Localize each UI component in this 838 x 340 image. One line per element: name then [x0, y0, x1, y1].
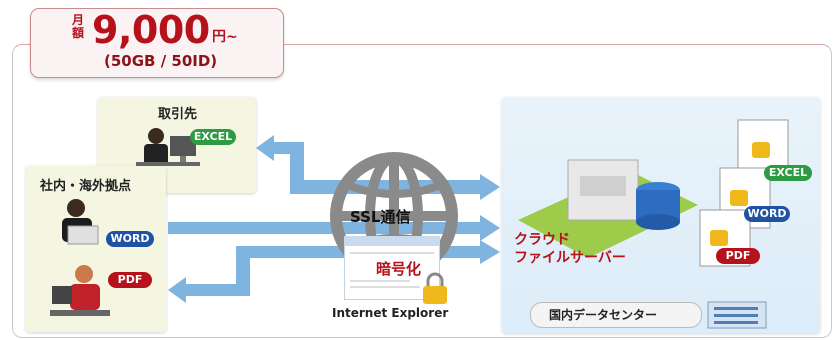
cloud-server-label-line1: クラウド	[514, 232, 570, 248]
file-documents-icon	[699, 119, 789, 267]
cloud-server-label: クラウド ファイルサーバー	[514, 231, 626, 267]
arrow-lower-head-right	[480, 240, 500, 264]
datacenter-label: 国内データセンター	[549, 308, 658, 322]
person-at-computer-icon	[136, 128, 200, 166]
outer-frame	[12, 44, 832, 338]
cloud-server-label-line2: ファイルサーバー	[514, 250, 626, 266]
arrow-office-middle-head	[480, 215, 500, 241]
datacenter-label-box	[530, 302, 702, 328]
cloud-word-badge: WORD	[744, 206, 790, 222]
arrow-lower-head-left	[168, 277, 186, 303]
person-at-desktop-icon	[50, 265, 110, 316]
price-vertical-label: 月額	[72, 13, 85, 40]
arrow-lower-vertical	[236, 246, 250, 294]
excel-badge: EXCEL	[190, 129, 236, 145]
lock-icon	[423, 272, 447, 304]
arrow-client-head-left	[256, 135, 274, 161]
encryption-label: 暗号化	[376, 260, 422, 278]
ssl-label: SSL通信	[350, 208, 411, 226]
person-with-laptop-icon	[62, 199, 99, 245]
client-title: 取引先	[158, 107, 198, 122]
office-title: 社内・海外拠点	[40, 179, 132, 194]
datacenter-building-icon	[707, 301, 767, 329]
cloud-pdf-badge: PDF	[716, 248, 760, 264]
word-badge: WORD	[106, 231, 154, 247]
cloud-excel-badge: EXCEL	[764, 165, 812, 181]
pdf-badge: PDF	[108, 272, 152, 288]
arrow-client-head-right	[480, 174, 500, 200]
price-amount: 9,000	[92, 8, 210, 52]
price-box	[30, 8, 284, 78]
arrow-office-middle	[168, 222, 480, 234]
price-detail: (50GB / 50ID)	[104, 52, 218, 70]
price-unit: 円~	[212, 29, 238, 45]
server-icon	[518, 159, 698, 258]
browser-label: Internet Explorer	[332, 306, 449, 320]
